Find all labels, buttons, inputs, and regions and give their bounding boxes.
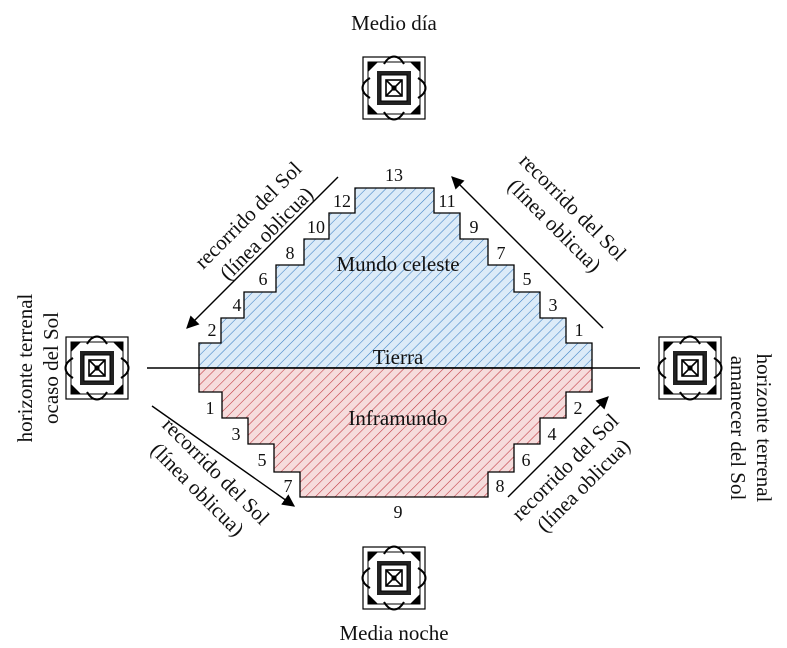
arrow-lower-right [507, 396, 609, 498]
step-number-13: 13 [385, 165, 403, 185]
underworld-number-6: 6 [522, 450, 531, 470]
step-number-10: 10 [307, 217, 325, 237]
arrow-upper-left [186, 176, 339, 329]
step-number-9: 9 [470, 217, 479, 237]
east-horizon-label-1: horizonte terrenal [752, 354, 776, 503]
underworld-number-3: 3 [232, 424, 241, 444]
arrow-upper-right [451, 176, 604, 329]
sun-glyph-icon [657, 335, 723, 401]
east-horizon-label-2: amanecer del Sol [726, 356, 750, 501]
step-number-11: 11 [438, 191, 455, 211]
midnight-label: Media noche [339, 621, 448, 645]
step-number-6: 6 [259, 269, 268, 289]
step-number-7: 7 [497, 243, 506, 263]
celestial-world-region [198, 187, 593, 369]
underworld-number-5: 5 [258, 450, 267, 470]
earth-label: Tierra [373, 345, 424, 369]
underworld-number-7: 7 [284, 476, 293, 496]
underworld-label: Inframundo [348, 406, 447, 430]
sun-glyph-icon [361, 545, 427, 611]
underworld-number-2: 2 [574, 398, 583, 418]
underworld-number-9: 9 [394, 502, 403, 522]
underworld-region [198, 367, 593, 498]
sun-glyph-icon [361, 55, 427, 121]
noon-label: Medio día [351, 11, 437, 35]
underworld-number-4: 4 [548, 424, 557, 444]
underworld-number-8: 8 [496, 476, 505, 496]
underworld-number-1: 1 [206, 398, 215, 418]
west-horizon-label-1: horizonte terrenal [13, 293, 37, 442]
step-number-3: 3 [549, 295, 558, 315]
arrow-lower-left [151, 405, 296, 507]
step-number-1: 1 [575, 320, 584, 340]
step-number-2: 2 [208, 320, 217, 340]
step-number-12: 12 [333, 191, 351, 211]
step-number-5: 5 [523, 269, 532, 289]
celestial-world-label: Mundo celeste [336, 252, 459, 276]
step-number-4: 4 [233, 295, 242, 315]
west-horizon-label-2: ocaso del Sol [39, 312, 63, 424]
step-number-8: 8 [286, 243, 295, 263]
sun-glyph-icon [64, 335, 130, 401]
